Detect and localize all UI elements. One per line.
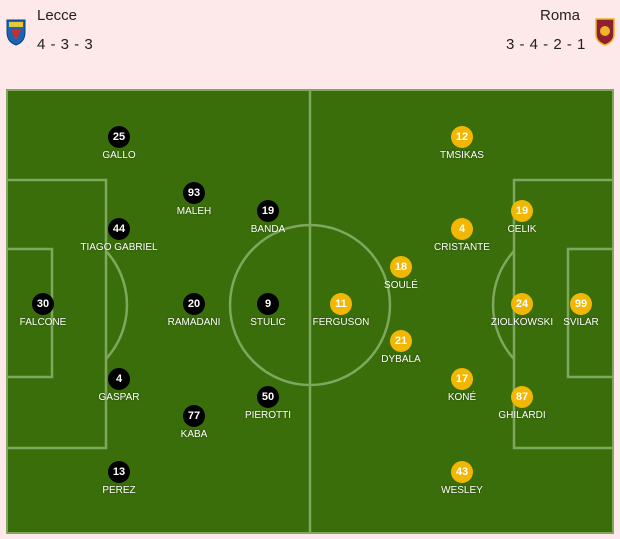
right-penalty-arc <box>491 250 515 360</box>
player-number: 9 <box>257 293 279 315</box>
player-name: CRISTANTE <box>434 242 490 253</box>
player-number: 4 <box>108 368 130 390</box>
player-number: 19 <box>257 200 279 222</box>
player-name: TIAGO GABRIEL <box>80 242 158 253</box>
player-number: 44 <box>108 218 130 240</box>
player-number: 77 <box>183 405 205 427</box>
pitch: 30 FALCONE 25 GALLO 44 TIAGO GABRIEL 4 G… <box>6 89 614 534</box>
player-number: 43 <box>451 461 473 483</box>
center-circle <box>228 223 392 387</box>
player-number: 93 <box>183 182 205 204</box>
player-name: KONÉ <box>447 392 477 403</box>
player-name: MALEH <box>176 206 212 217</box>
player-name: DYBALA <box>381 354 421 365</box>
home-formation: 4 - 3 - 3 <box>37 36 94 53</box>
right-penalty-area <box>512 178 612 450</box>
player-number: 18 <box>390 256 412 278</box>
player-number: 25 <box>108 126 130 148</box>
player-name: GASPAR <box>98 392 140 403</box>
pitch-markings <box>8 91 612 532</box>
player-number: 24 <box>511 293 533 315</box>
player-name: PIEROTTI <box>244 410 292 421</box>
player-name: GHILARDI <box>498 410 546 421</box>
roma-crest-icon <box>595 18 615 46</box>
home-team-name: Lecce <box>37 7 78 24</box>
player-number: 12 <box>451 126 473 148</box>
player-name: SOULÉ <box>384 280 418 291</box>
lecce-crest-icon <box>6 19 26 46</box>
away-formation: 3 - 4 - 2 - 1 <box>506 36 586 53</box>
player-name: PEREZ <box>102 485 136 496</box>
player-name: KABA <box>180 429 208 440</box>
player-name: FERGUSON <box>312 317 370 328</box>
player-name: WESLEY <box>441 485 483 496</box>
away-team-name: Roma <box>540 7 581 24</box>
left-penalty-area <box>8 178 108 450</box>
player-number: 30 <box>32 293 54 315</box>
player-name: STULIC <box>250 317 286 328</box>
player-number: 20 <box>183 293 205 315</box>
player-number: 4 <box>451 218 473 240</box>
player-number: 19 <box>511 200 533 222</box>
player-number: 50 <box>257 386 279 408</box>
player-name: SVILAR <box>563 317 599 328</box>
player-number: 99 <box>570 293 592 315</box>
match-header: Lecce 4 - 3 - 3 Roma 3 - 4 - 2 - 1 <box>0 0 620 88</box>
left-penalty-arc <box>105 250 129 360</box>
right-goal-area <box>566 247 612 379</box>
left-goal-area <box>8 247 54 379</box>
player-name: ZIOLKOWSKI <box>490 317 554 328</box>
player-number: 13 <box>108 461 130 483</box>
player-number: 11 <box>330 293 352 315</box>
player-number: 17 <box>451 368 473 390</box>
player-number: 21 <box>390 330 412 352</box>
player-name: RAMADANI <box>167 317 221 328</box>
player-number: 87 <box>511 386 533 408</box>
player-name: CELIK <box>507 224 537 235</box>
player-name: GALLO <box>102 150 136 161</box>
player-name: BANDA <box>250 224 286 235</box>
player-name: TMSIKAS <box>440 150 484 161</box>
player-name: FALCONE <box>19 317 67 328</box>
